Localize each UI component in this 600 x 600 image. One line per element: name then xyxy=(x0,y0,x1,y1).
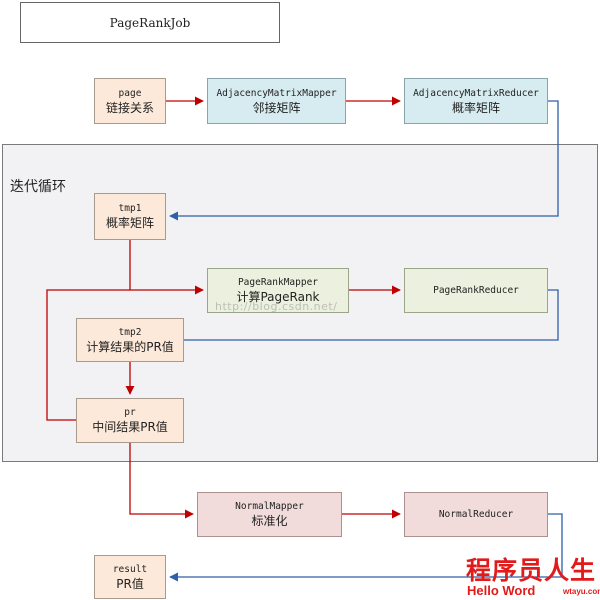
brand-watermark-en: Hello Word xyxy=(467,583,536,598)
pr-node-desc: 中间结果PR值 xyxy=(92,420,168,434)
arrow-normal-reducer-to-result xyxy=(169,513,563,582)
result-node-name: result xyxy=(112,563,148,575)
tmp1-node-name: tmp1 xyxy=(118,203,142,214)
tmp1-node-desc: 概率矩阵 xyxy=(105,216,154,230)
job-title-box: PageRankJob xyxy=(20,2,280,43)
page-node-desc: 链接关系 xyxy=(105,100,154,115)
page-rank-reducer-name: PageRankReducer xyxy=(433,285,519,296)
page-rank-reducer-node: PageRankReducer xyxy=(404,268,548,313)
page-rank-mapper-node: PageRankMapper 计算PageRank xyxy=(207,268,349,313)
adjacency-matrix-reducer-name: AdjacencyMatrixReducer xyxy=(413,87,539,99)
pr-node: pr 中间结果PR值 xyxy=(76,398,184,443)
arrow-pr-reducer-to-tmp2 xyxy=(169,289,559,345)
tmp1-node: tmp1 概率矩阵 xyxy=(94,193,166,240)
normal-reducer-name: NormalReducer xyxy=(438,509,514,520)
arrow-pr-to-normal-mapper xyxy=(129,443,194,519)
brand-watermark-cn: 程序员人生 xyxy=(466,556,597,585)
arrow-adj-reducer-to-tmp1 xyxy=(169,100,559,221)
normal-reducer-node: NormalReducer xyxy=(404,492,548,537)
adjacency-matrix-reducer-desc: 概率矩阵 xyxy=(451,100,500,115)
page-rank-mapper-name: PageRankMapper xyxy=(237,277,319,288)
normal-mapper-name: NormalMapper xyxy=(235,501,304,512)
arrow-tmp1-to-pr-mapper xyxy=(129,240,204,295)
pr-node-name: pr xyxy=(124,407,136,418)
job-title: PageRankJob xyxy=(109,15,191,30)
result-node: result PR值 xyxy=(94,555,166,599)
iteration-loop-label: 迭代循环 xyxy=(10,179,66,195)
adjacency-matrix-mapper-desc: 邻接矩阵 xyxy=(252,100,301,115)
adjacency-matrix-reducer-node: AdjacencyMatrixReducer 概率矩阵 xyxy=(404,78,548,124)
tmp2-node: tmp2 计算结果的PR值 xyxy=(76,318,184,362)
arrow-pr-loop-back xyxy=(46,289,130,421)
tmp2-node-name: tmp2 xyxy=(118,326,142,338)
normal-mapper-node: NormalMapper 标准化 xyxy=(197,492,342,537)
adjacency-matrix-mapper-name: AdjacencyMatrixMapper xyxy=(216,87,337,99)
normal-mapper-desc: 标准化 xyxy=(251,514,288,528)
page-node-name: page xyxy=(118,87,142,99)
page-node: page 链接关系 xyxy=(94,78,166,124)
brand-watermark-site: wtayu.com xyxy=(563,587,600,596)
adjacency-matrix-mapper-node: AdjacencyMatrixMapper 邻接矩阵 xyxy=(207,78,346,124)
result-node-desc: PR值 xyxy=(116,576,144,591)
blog-url-watermark: http://blog.csdn.net/ xyxy=(215,300,338,313)
page-rank-mapper-desc: 计算PageRank xyxy=(236,290,320,304)
tmp2-node-desc: 计算结果的PR值 xyxy=(86,339,174,354)
